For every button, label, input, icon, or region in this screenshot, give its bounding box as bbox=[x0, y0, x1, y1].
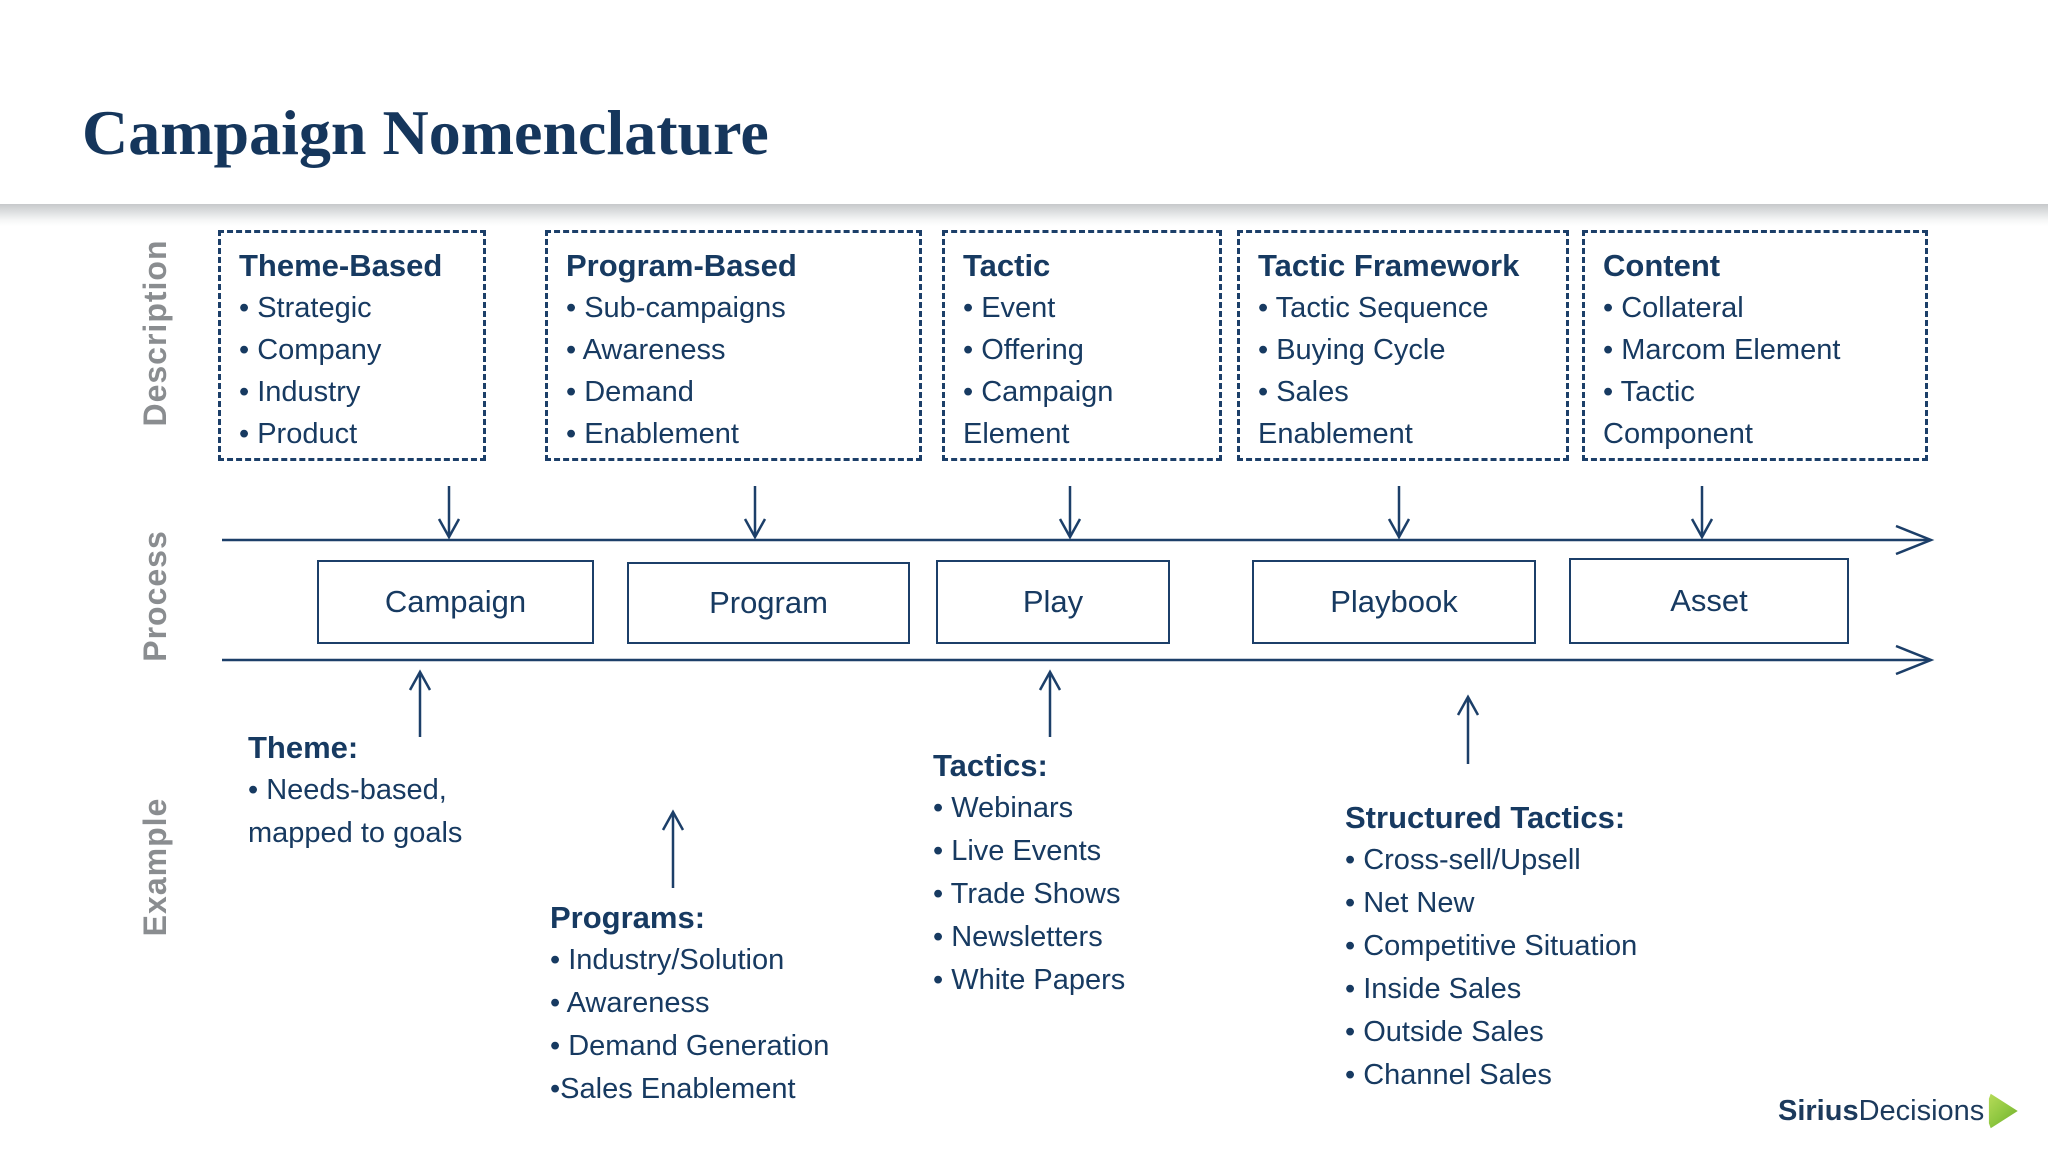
example-line: • Inside Sales bbox=[1345, 973, 1522, 1005]
down-arrow-play bbox=[1058, 486, 1082, 540]
example-title: Structured Tactics: bbox=[1345, 800, 1626, 835]
bullet-line: Element bbox=[963, 418, 1070, 450]
example-line: • Awareness bbox=[550, 987, 710, 1019]
description-box-content: Content • Collateral • Marcom Element • … bbox=[1582, 230, 1928, 461]
bullet-line: • Tactic bbox=[1603, 376, 1695, 408]
bullet-line: • Product bbox=[239, 418, 358, 450]
up-arrow-programs bbox=[661, 809, 685, 888]
example-block-tactics: Tactics: • Webinars • Live Events • Trad… bbox=[933, 744, 1125, 1002]
example-line: • Net New bbox=[1345, 887, 1475, 919]
process-box-playbook: Playbook bbox=[1252, 560, 1536, 644]
process-timeline-bottom-arrow bbox=[222, 644, 1935, 676]
example-line: • Demand Generation bbox=[550, 1030, 830, 1062]
example-block-structured-tactics: Structured Tactics: • Cross-sell/Upsell … bbox=[1345, 796, 1637, 1097]
bullet-line: • Industry bbox=[239, 376, 361, 408]
description-box-program-based: Program-Based • Sub-campaigns • Awarenes… bbox=[545, 230, 922, 461]
example-title: Programs: bbox=[550, 900, 706, 935]
box-title: Tactic Framework bbox=[1258, 248, 1520, 283]
bullet-line: Enablement bbox=[1258, 418, 1413, 450]
example-line: • Needs-based, bbox=[248, 774, 447, 806]
process-box-label: Playbook bbox=[1330, 584, 1458, 619]
box-title: Theme-Based bbox=[239, 248, 443, 283]
down-arrow-asset bbox=[1690, 486, 1714, 540]
example-line: • White Papers bbox=[933, 964, 1126, 996]
bullet-line: • Offering bbox=[963, 334, 1084, 366]
example-line: • Trade Shows bbox=[933, 878, 1121, 910]
box-title: Content bbox=[1603, 248, 1721, 283]
bullet-line: • Collateral bbox=[1603, 292, 1744, 324]
bullet-line: • Awareness bbox=[566, 334, 726, 366]
example-line: • Newsletters bbox=[933, 921, 1103, 953]
example-line: • Live Events bbox=[933, 835, 1102, 867]
bullet-line: • Campaign bbox=[963, 376, 1114, 408]
bullet-line: • Strategic bbox=[239, 292, 372, 324]
bullet-line: • Sales bbox=[1258, 376, 1349, 408]
example-line: •Sales Enablement bbox=[550, 1073, 796, 1105]
logo-text-regular: Decisions bbox=[1858, 1094, 1985, 1127]
bullet-line: • Sub-campaigns bbox=[566, 292, 786, 324]
description-box-tactic-framework: Tactic Framework • Tactic Sequence • Buy… bbox=[1237, 230, 1569, 461]
bullet-line: Component bbox=[1603, 418, 1753, 450]
description-box-theme-based: Theme-Based • Strategic • Company • Indu… bbox=[218, 230, 486, 461]
process-box-label: Program bbox=[709, 585, 828, 620]
example-line: • Webinars bbox=[933, 792, 1074, 824]
process-timeline-top-arrow bbox=[222, 524, 1935, 556]
bullet-line: • Company bbox=[239, 334, 382, 366]
bullet-line: • Marcom Element bbox=[1603, 334, 1841, 366]
box-title: Tactic bbox=[963, 248, 1051, 283]
logo-text-bold: Sirius bbox=[1778, 1094, 1859, 1127]
example-line: • Industry/Solution bbox=[550, 944, 785, 976]
down-arrow-program bbox=[743, 486, 767, 540]
bullet-line: • Buying Cycle bbox=[1258, 334, 1446, 366]
example-line: mapped to goals bbox=[248, 817, 463, 849]
example-block-theme: Theme: • Needs-based, mapped to goals bbox=[248, 726, 462, 855]
example-line: • Cross-sell/Upsell bbox=[1345, 844, 1581, 876]
title-divider bbox=[0, 204, 2048, 226]
example-block-programs: Programs: • Industry/Solution • Awarenes… bbox=[550, 896, 829, 1111]
process-box-program: Program bbox=[627, 562, 910, 644]
example-line: • Channel Sales bbox=[1345, 1059, 1552, 1091]
example-title: Tactics: bbox=[933, 748, 1048, 783]
down-arrow-campaign bbox=[437, 486, 461, 540]
up-arrow-tactics bbox=[1038, 669, 1062, 737]
process-box-label: Play bbox=[1022, 584, 1084, 619]
down-arrow-playbook bbox=[1387, 486, 1411, 540]
up-arrow-theme bbox=[408, 669, 432, 737]
bullet-line: • Demand bbox=[566, 376, 694, 408]
example-line: • Competitive Situation bbox=[1345, 930, 1638, 962]
process-box-play: Play bbox=[936, 560, 1170, 644]
bullet-line: • Enablement bbox=[566, 418, 739, 450]
page-title: Campaign Nomenclature bbox=[82, 97, 769, 168]
up-arrow-structured-tactics bbox=[1456, 694, 1480, 764]
example-title: Theme: bbox=[248, 730, 359, 765]
example-line: • Outside Sales bbox=[1345, 1016, 1544, 1048]
process-box-label: Asset bbox=[1670, 583, 1748, 618]
bullet-line: • Event bbox=[963, 292, 1056, 324]
description-box-tactic: Tactic • Event • Offering • Campaign Ele… bbox=[942, 230, 1222, 461]
box-title: Program-Based bbox=[566, 248, 797, 283]
process-box-label: Campaign bbox=[384, 584, 527, 619]
process-box-campaign: Campaign bbox=[317, 560, 594, 644]
process-box-asset: Asset bbox=[1569, 558, 1849, 644]
green-play-triangle-icon bbox=[1988, 1093, 2018, 1129]
bullet-line: • Tactic Sequence bbox=[1258, 292, 1489, 324]
